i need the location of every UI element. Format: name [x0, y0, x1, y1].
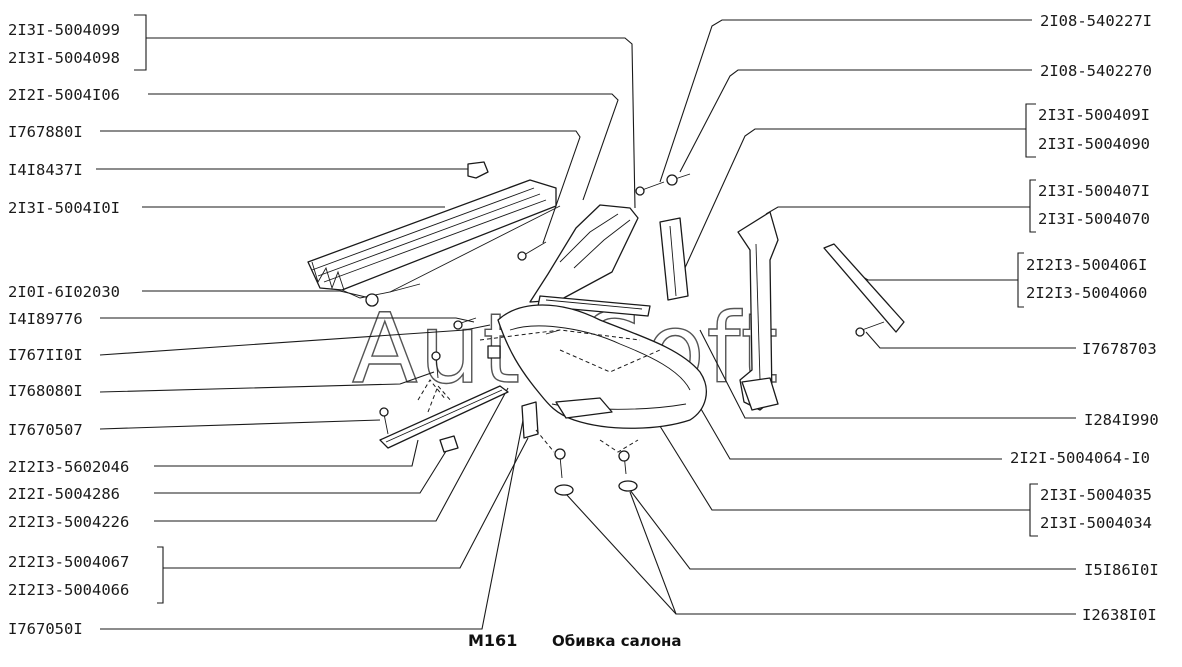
- small-panel-piece: [521, 401, 539, 439]
- left-labels: 2I3I-5004099 2I3I-5004098 2I2I-5004I06 I…: [8, 21, 129, 638]
- leader-lines-right: [565, 19, 1076, 615]
- label-left[interactable]: I768080I: [8, 382, 83, 400]
- label-left[interactable]: 2I0I-6I02030: [8, 283, 120, 301]
- label-left[interactable]: 2I2I-5004286: [8, 485, 120, 503]
- right-screw: [855, 321, 885, 337]
- top-screws: [635, 173, 691, 196]
- label-right[interactable]: I7678703: [1082, 340, 1157, 358]
- center-pillar-trim: [529, 204, 639, 303]
- screw-part: [517, 241, 547, 261]
- upper-bracket: [659, 217, 689, 301]
- label-right[interactable]: 2I2I3-500406I: [1026, 256, 1147, 274]
- label-left[interactable]: I7670507: [8, 421, 83, 439]
- label-right[interactable]: I2638I0I: [1082, 606, 1157, 624]
- label-right[interactable]: 2I08-5402270: [1040, 62, 1152, 80]
- clip-part: [467, 161, 489, 179]
- label-left[interactable]: I4I8437I: [8, 161, 83, 179]
- label-left[interactable]: 2I2I3-5004226: [8, 513, 129, 531]
- label-right[interactable]: 2I08-540227I: [1040, 12, 1152, 30]
- bottom-fasteners: [554, 448, 638, 496]
- label-left[interactable]: 2I3I-5004I0I: [8, 199, 120, 217]
- label-right[interactable]: 2I3I-5004090: [1038, 135, 1150, 153]
- assembly-dash-lines: [417, 329, 661, 453]
- label-right[interactable]: 2I3I-5004034: [1040, 514, 1152, 532]
- label-left[interactable]: 2I3I-5004098: [8, 49, 120, 67]
- label-left[interactable]: I4I89776: [8, 310, 83, 328]
- label-left[interactable]: I767050I: [8, 620, 83, 638]
- caption-code: М161: [468, 631, 517, 650]
- label-left[interactable]: I767II0I: [8, 346, 83, 364]
- label-left[interactable]: 2I2I3-5004066: [8, 581, 129, 599]
- b-pillar-trim: [737, 211, 779, 411]
- label-left[interactable]: 2I2I3-5004067: [8, 553, 129, 571]
- right-labels: 2I08-540227I 2I08-5402270 2I3I-500409I 2…: [1010, 12, 1159, 624]
- rear-trim-panel: [487, 304, 707, 429]
- label-right[interactable]: I5I86I0I: [1084, 561, 1159, 579]
- roof-trim-rail: [307, 179, 561, 307]
- label-right[interactable]: 2I3I-5004035: [1040, 486, 1152, 504]
- label-left[interactable]: 2I2I3-5602046: [8, 458, 129, 476]
- label-right[interactable]: 2I2I-5004064-I0: [1010, 449, 1150, 467]
- lower-clip: [439, 435, 459, 453]
- caption-title: Обивка салона: [552, 632, 682, 650]
- label-right[interactable]: 2I3I-500407I: [1038, 182, 1150, 200]
- leader-lines-left: [96, 37, 636, 630]
- door-trim-strip: [537, 295, 651, 317]
- label-left[interactable]: 2I3I-5004099: [8, 21, 120, 39]
- label-left[interactable]: I767880I: [8, 123, 83, 141]
- label-left[interactable]: 2I2I-5004I06: [8, 86, 120, 104]
- label-right[interactable]: I284I990: [1084, 411, 1159, 429]
- sill-strip: [379, 385, 509, 449]
- label-right[interactable]: 2I3I-5004070: [1038, 210, 1150, 228]
- right-slim-strip: [823, 243, 905, 333]
- label-right[interactable]: 2I3I-500409I: [1038, 106, 1150, 124]
- label-right[interactable]: 2I2I3-5004060: [1026, 284, 1147, 302]
